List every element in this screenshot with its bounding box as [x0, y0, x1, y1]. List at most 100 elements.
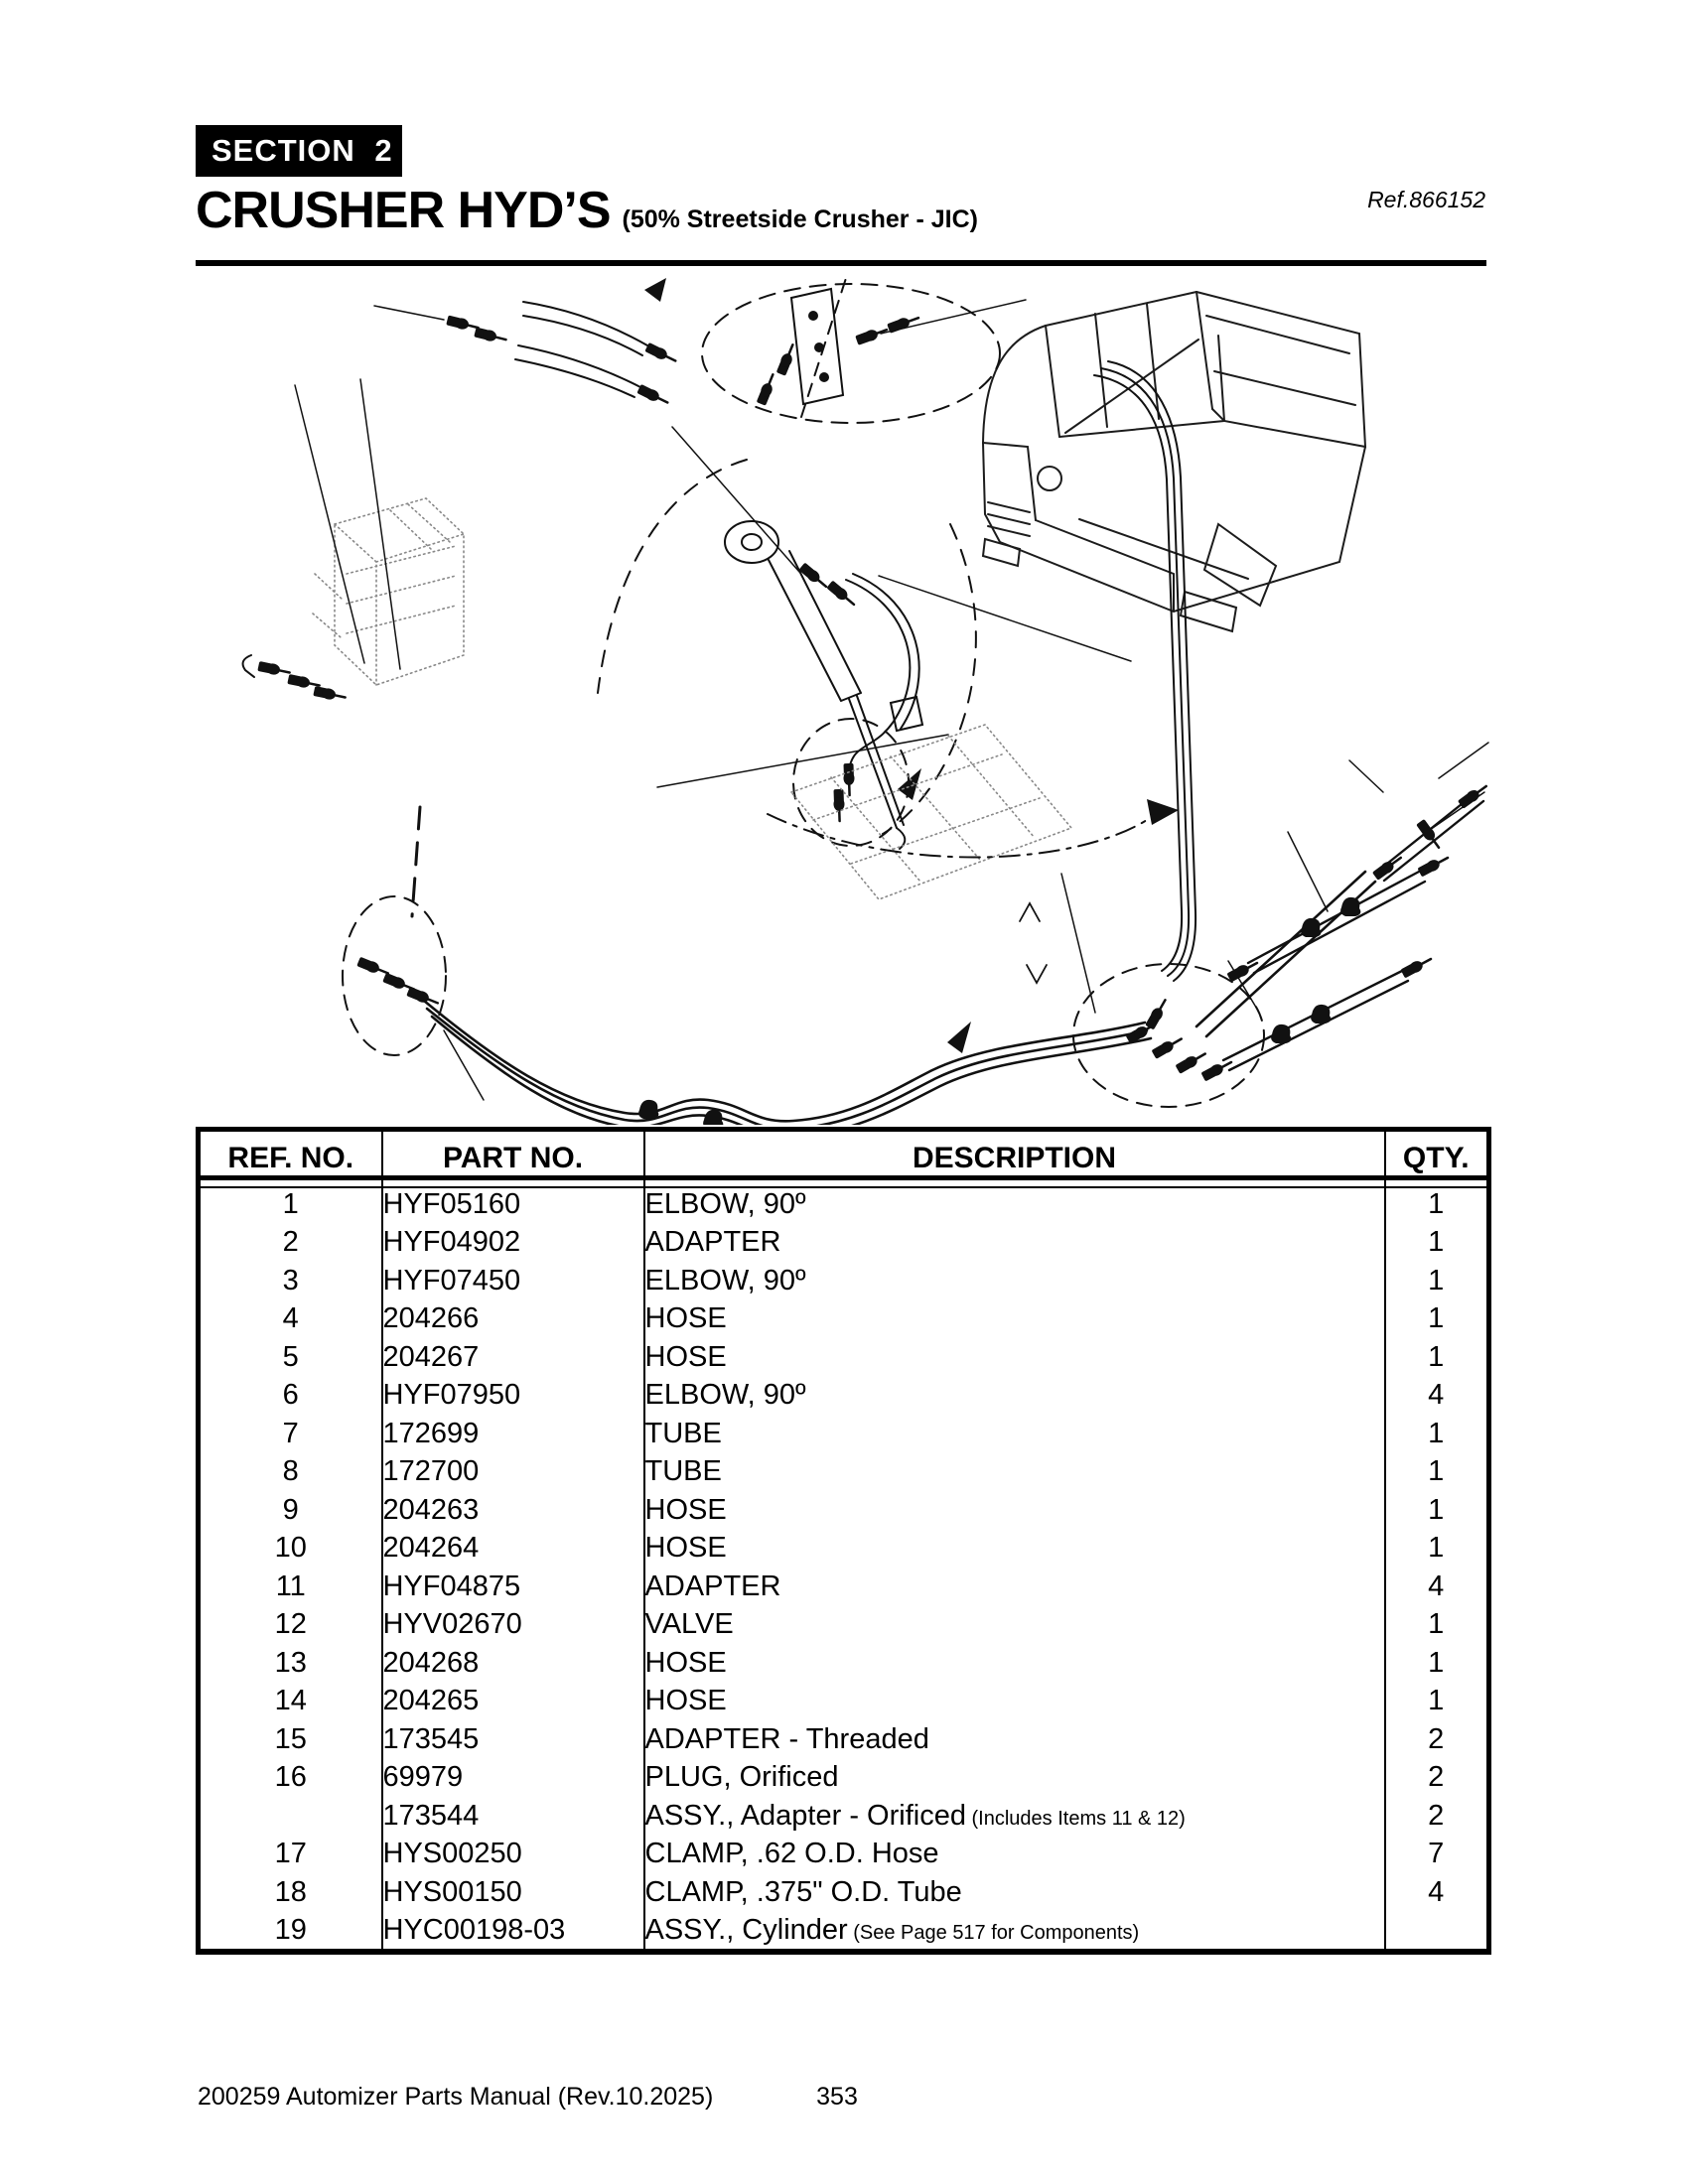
part-no-cell: 204265 [380, 1682, 644, 1720]
part-no-cell: HYF05160 [380, 1185, 644, 1224]
part-no-cell: 173544 [380, 1797, 644, 1836]
description-cell: HOSE [642, 1299, 1385, 1338]
description-cell: ELBOW, 90º [642, 1262, 1385, 1300]
description-cell: VALVE [642, 1605, 1385, 1644]
title-block: CRUSHER HYD’S (50% Streetside Crusher - … [196, 185, 978, 236]
qty-cell: 1 [1383, 1299, 1489, 1338]
description-cell: ADAPTER [642, 1568, 1385, 1606]
part-no-cell: HYC00198-03 [380, 1911, 644, 1953]
qty-cell: 4 [1383, 1873, 1489, 1912]
ref-no-cell: 12 [274, 1608, 307, 1641]
description-cell: HOSE [642, 1682, 1385, 1720]
qty-cell: 2 [1383, 1758, 1489, 1797]
qty-cell: 7 [1383, 1835, 1489, 1873]
leader-lines-left [294, 378, 401, 670]
header-divider-thick [196, 1175, 1486, 1180]
qty-cell: 1 [1383, 1415, 1489, 1453]
ref-no-cell: 7 [282, 1417, 299, 1449]
part-no-cell: 173545 [380, 1720, 644, 1759]
description-cell: ASSY., Cylinder (See Page 517 for Compon… [642, 1911, 1385, 1953]
cylinder-sketch [597, 426, 1132, 985]
part-no-cell: 204266 [380, 1299, 644, 1338]
part-no-cell: 172700 [380, 1452, 644, 1491]
qty-cell: 1 [1383, 1605, 1489, 1644]
ref-no-cell: 8 [282, 1455, 299, 1488]
qty-cell: 1 [1383, 1491, 1489, 1530]
ref-no-cell: 14 [274, 1685, 307, 1717]
description-cell: HOSE [642, 1491, 1385, 1530]
part-no-cell: 172699 [380, 1415, 644, 1453]
description-cell: CLAMP, .62 O.D. Hose [642, 1835, 1385, 1873]
footer-rule [196, 1949, 1486, 1955]
part-no-cell: HYS00150 [380, 1873, 644, 1912]
fitting-cluster-far-right [1348, 742, 1491, 883]
qty-cell: 1 [1383, 1262, 1489, 1300]
qty-cell: 1 [1383, 1529, 1489, 1568]
qty-cell: 1 [1383, 1338, 1489, 1377]
part-no-cell: 204267 [380, 1338, 644, 1377]
qty-cell [1383, 1911, 1489, 1953]
description-cell: ADAPTER [642, 1223, 1385, 1262]
ref-no-cell: 4 [282, 1302, 299, 1335]
part-no-cell: 69979 [380, 1758, 644, 1797]
valve-block-sketch [312, 497, 465, 686]
description-cell: ASSY., Adapter - Orificed (Includes Item… [642, 1797, 1385, 1836]
qty-cell: 2 [1383, 1797, 1489, 1836]
ref-no-cell: 18 [274, 1875, 307, 1908]
ref-no-cell: 5 [282, 1340, 299, 1373]
platform-sketch [789, 724, 1073, 900]
part-no-cell: 204263 [380, 1491, 644, 1530]
description-cell: TUBE [642, 1415, 1385, 1453]
footer-page-number: 353 [816, 2083, 858, 2111]
qty-cell: 1 [1383, 1223, 1489, 1262]
page-subtitle: (50% Streetside Crusher - JIC) [622, 205, 978, 233]
part-no-cell: HYF04875 [380, 1568, 644, 1606]
footer-manual-title: 200259 Automizer Parts Manual (Rev.10.20… [198, 2083, 714, 2111]
description-cell: TUBE [642, 1452, 1385, 1491]
ref-no-cell: 15 [274, 1722, 307, 1755]
description-cell: PLUG, Orificed [642, 1758, 1385, 1797]
part-no-cell: HYF07950 [380, 1376, 644, 1415]
truck-sketch [981, 291, 1367, 633]
ref-no-cell: 16 [274, 1761, 307, 1794]
page-title: CRUSHER HYD’S [196, 182, 611, 239]
parts-diagram [241, 276, 1491, 1125]
fitting-cluster-left [241, 654, 422, 918]
ref-no-cell: 2 [282, 1226, 299, 1259]
qty-cell: 1 [1383, 1644, 1489, 1683]
qty-cell: 1 [1383, 1682, 1489, 1720]
ref-no-cell: 9 [282, 1493, 299, 1526]
part-no-cell: HYF04902 [380, 1223, 644, 1262]
description-cell: HOSE [642, 1644, 1385, 1683]
description-cell: ADAPTER - Threaded [642, 1720, 1385, 1759]
section-badge: SECTION 2 [196, 125, 402, 177]
ref-no-cell: 17 [274, 1838, 307, 1870]
section-badge-label: SECTION 2 [211, 133, 393, 168]
ref-no-cell: 3 [282, 1264, 299, 1297]
description-cell: ELBOW, 90º [642, 1376, 1385, 1415]
hose-run-bottom [342, 895, 1153, 1125]
qty-cell: 4 [1383, 1376, 1489, 1415]
ref-no-cell: 1 [282, 1187, 299, 1220]
description-cell: ELBOW, 90º [642, 1185, 1385, 1224]
ref-no-cell: 19 [274, 1914, 307, 1947]
